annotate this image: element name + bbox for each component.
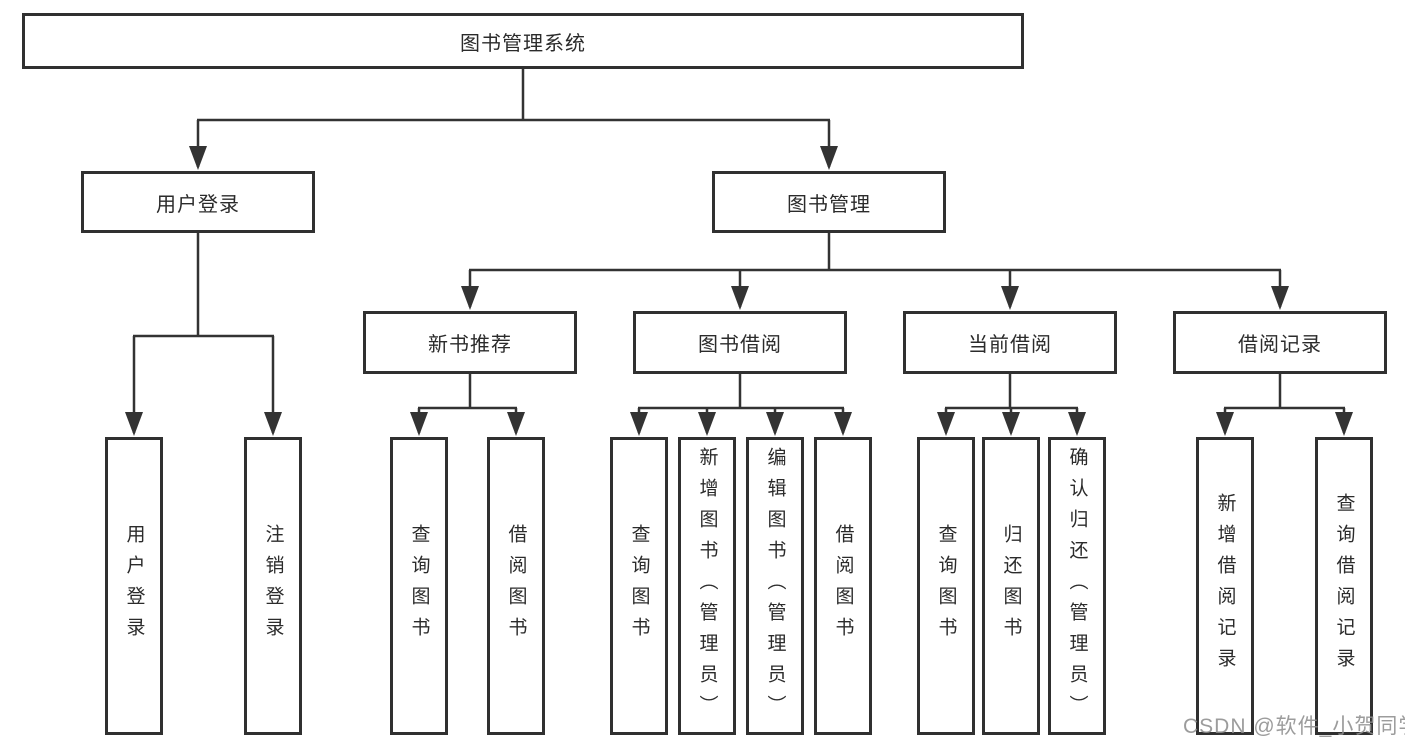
node-label: 图书管理系统 bbox=[460, 32, 586, 55]
node-label: 当前借阅 bbox=[968, 334, 1052, 356]
node-library-management-system: 图书管理系统 bbox=[22, 13, 1024, 69]
node-current-borrowing: 当前借阅 bbox=[903, 311, 1117, 374]
leaf-add-books-admin: 新增图书（管理员） bbox=[678, 437, 736, 735]
leaf-label: 查询借阅记录 bbox=[1333, 493, 1355, 679]
csdn-watermark: CSDN @软件_小贺同学 bbox=[1183, 715, 1405, 738]
leaf-label: 借阅图书 bbox=[832, 524, 854, 648]
leaf-return-books: 归还图书 bbox=[982, 437, 1040, 735]
leaf-label: 用户登录 bbox=[123, 524, 145, 648]
node-label: 新书推荐 bbox=[428, 334, 512, 356]
leaf-label: 新增图书（管理员） bbox=[696, 446, 718, 726]
leaf-query-books-current: 查询图书 bbox=[917, 437, 975, 735]
leaf-user-login: 用户登录 bbox=[105, 437, 163, 735]
leaf-query-books-borrowing: 查询图书 bbox=[610, 437, 668, 735]
node-borrowing-records: 借阅记录 bbox=[1173, 311, 1387, 374]
leaf-label: 注销登录 bbox=[262, 524, 284, 648]
node-label: 图书借阅 bbox=[698, 334, 782, 356]
leaf-label: 新增借阅记录 bbox=[1214, 493, 1236, 679]
leaf-query-borrow-record: 查询借阅记录 bbox=[1315, 437, 1373, 735]
leaf-logout: 注销登录 bbox=[244, 437, 302, 735]
node-new-book-recommend: 新书推荐 bbox=[363, 311, 577, 374]
node-book-management: 图书管理 bbox=[712, 171, 946, 233]
leaf-label: 借阅图书 bbox=[505, 524, 527, 648]
node-user-login: 用户登录 bbox=[81, 171, 315, 233]
leaf-label: 查询图书 bbox=[408, 524, 430, 648]
node-book-borrowing: 图书借阅 bbox=[633, 311, 847, 374]
leaf-label: 查询图书 bbox=[935, 524, 957, 648]
leaf-label: 查询图书 bbox=[628, 524, 650, 648]
node-label: 借阅记录 bbox=[1238, 334, 1322, 356]
leaf-borrow-books-borrowing: 借阅图书 bbox=[814, 437, 872, 735]
leaf-borrow-books-recommend: 借阅图书 bbox=[487, 437, 545, 735]
leaf-label: 归还图书 bbox=[1000, 524, 1022, 648]
leaf-label: 确认归还（管理员） bbox=[1066, 446, 1088, 726]
node-label: 图书管理 bbox=[787, 193, 871, 216]
node-label: 用户登录 bbox=[156, 193, 240, 216]
leaf-label: 编辑图书（管理员） bbox=[764, 446, 786, 726]
leaf-confirm-return-admin: 确认归还（管理员） bbox=[1048, 437, 1106, 735]
leaf-query-books-recommend: 查询图书 bbox=[390, 437, 448, 735]
leaf-edit-books-admin: 编辑图书（管理员） bbox=[746, 437, 804, 735]
leaf-add-borrow-record: 新增借阅记录 bbox=[1196, 437, 1254, 735]
